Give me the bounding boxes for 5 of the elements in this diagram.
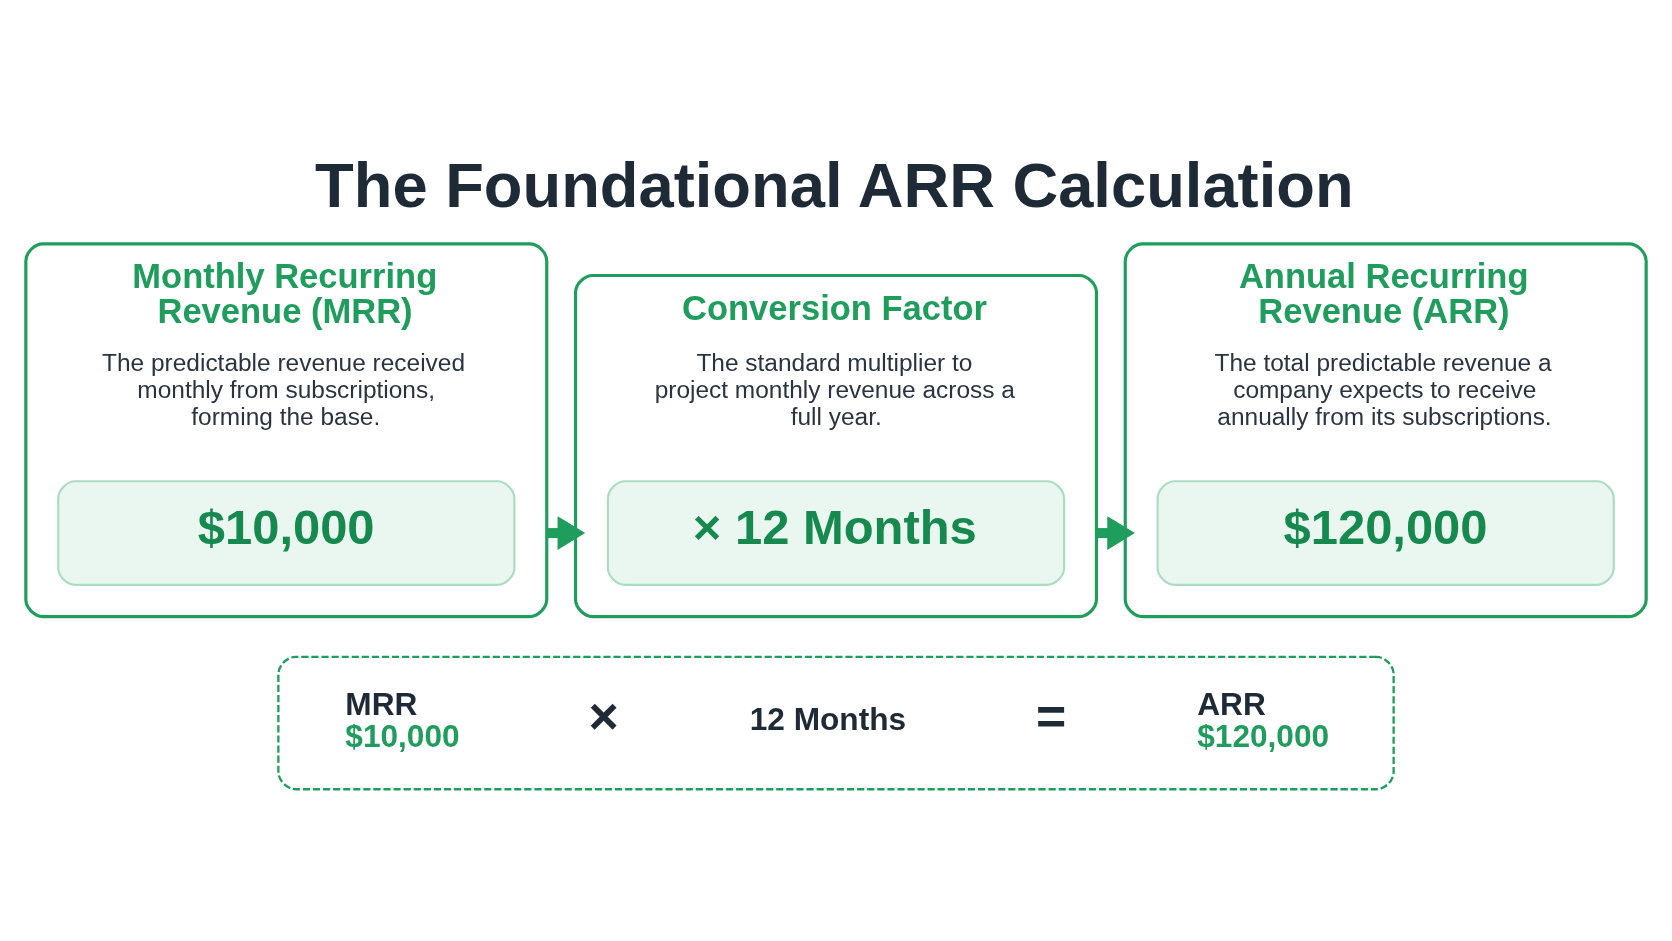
node-box: MRR $10,000 × 12 Months = ARR $120,000 — [277, 655, 1395, 791]
node-box: $10,000 — [57, 480, 516, 586]
node-box: $120,000 — [1156, 480, 1615, 586]
diagram-title: The Foundational ARR Calculation — [315, 149, 1354, 220]
node-box: × 12 Months — [606, 480, 1066, 586]
